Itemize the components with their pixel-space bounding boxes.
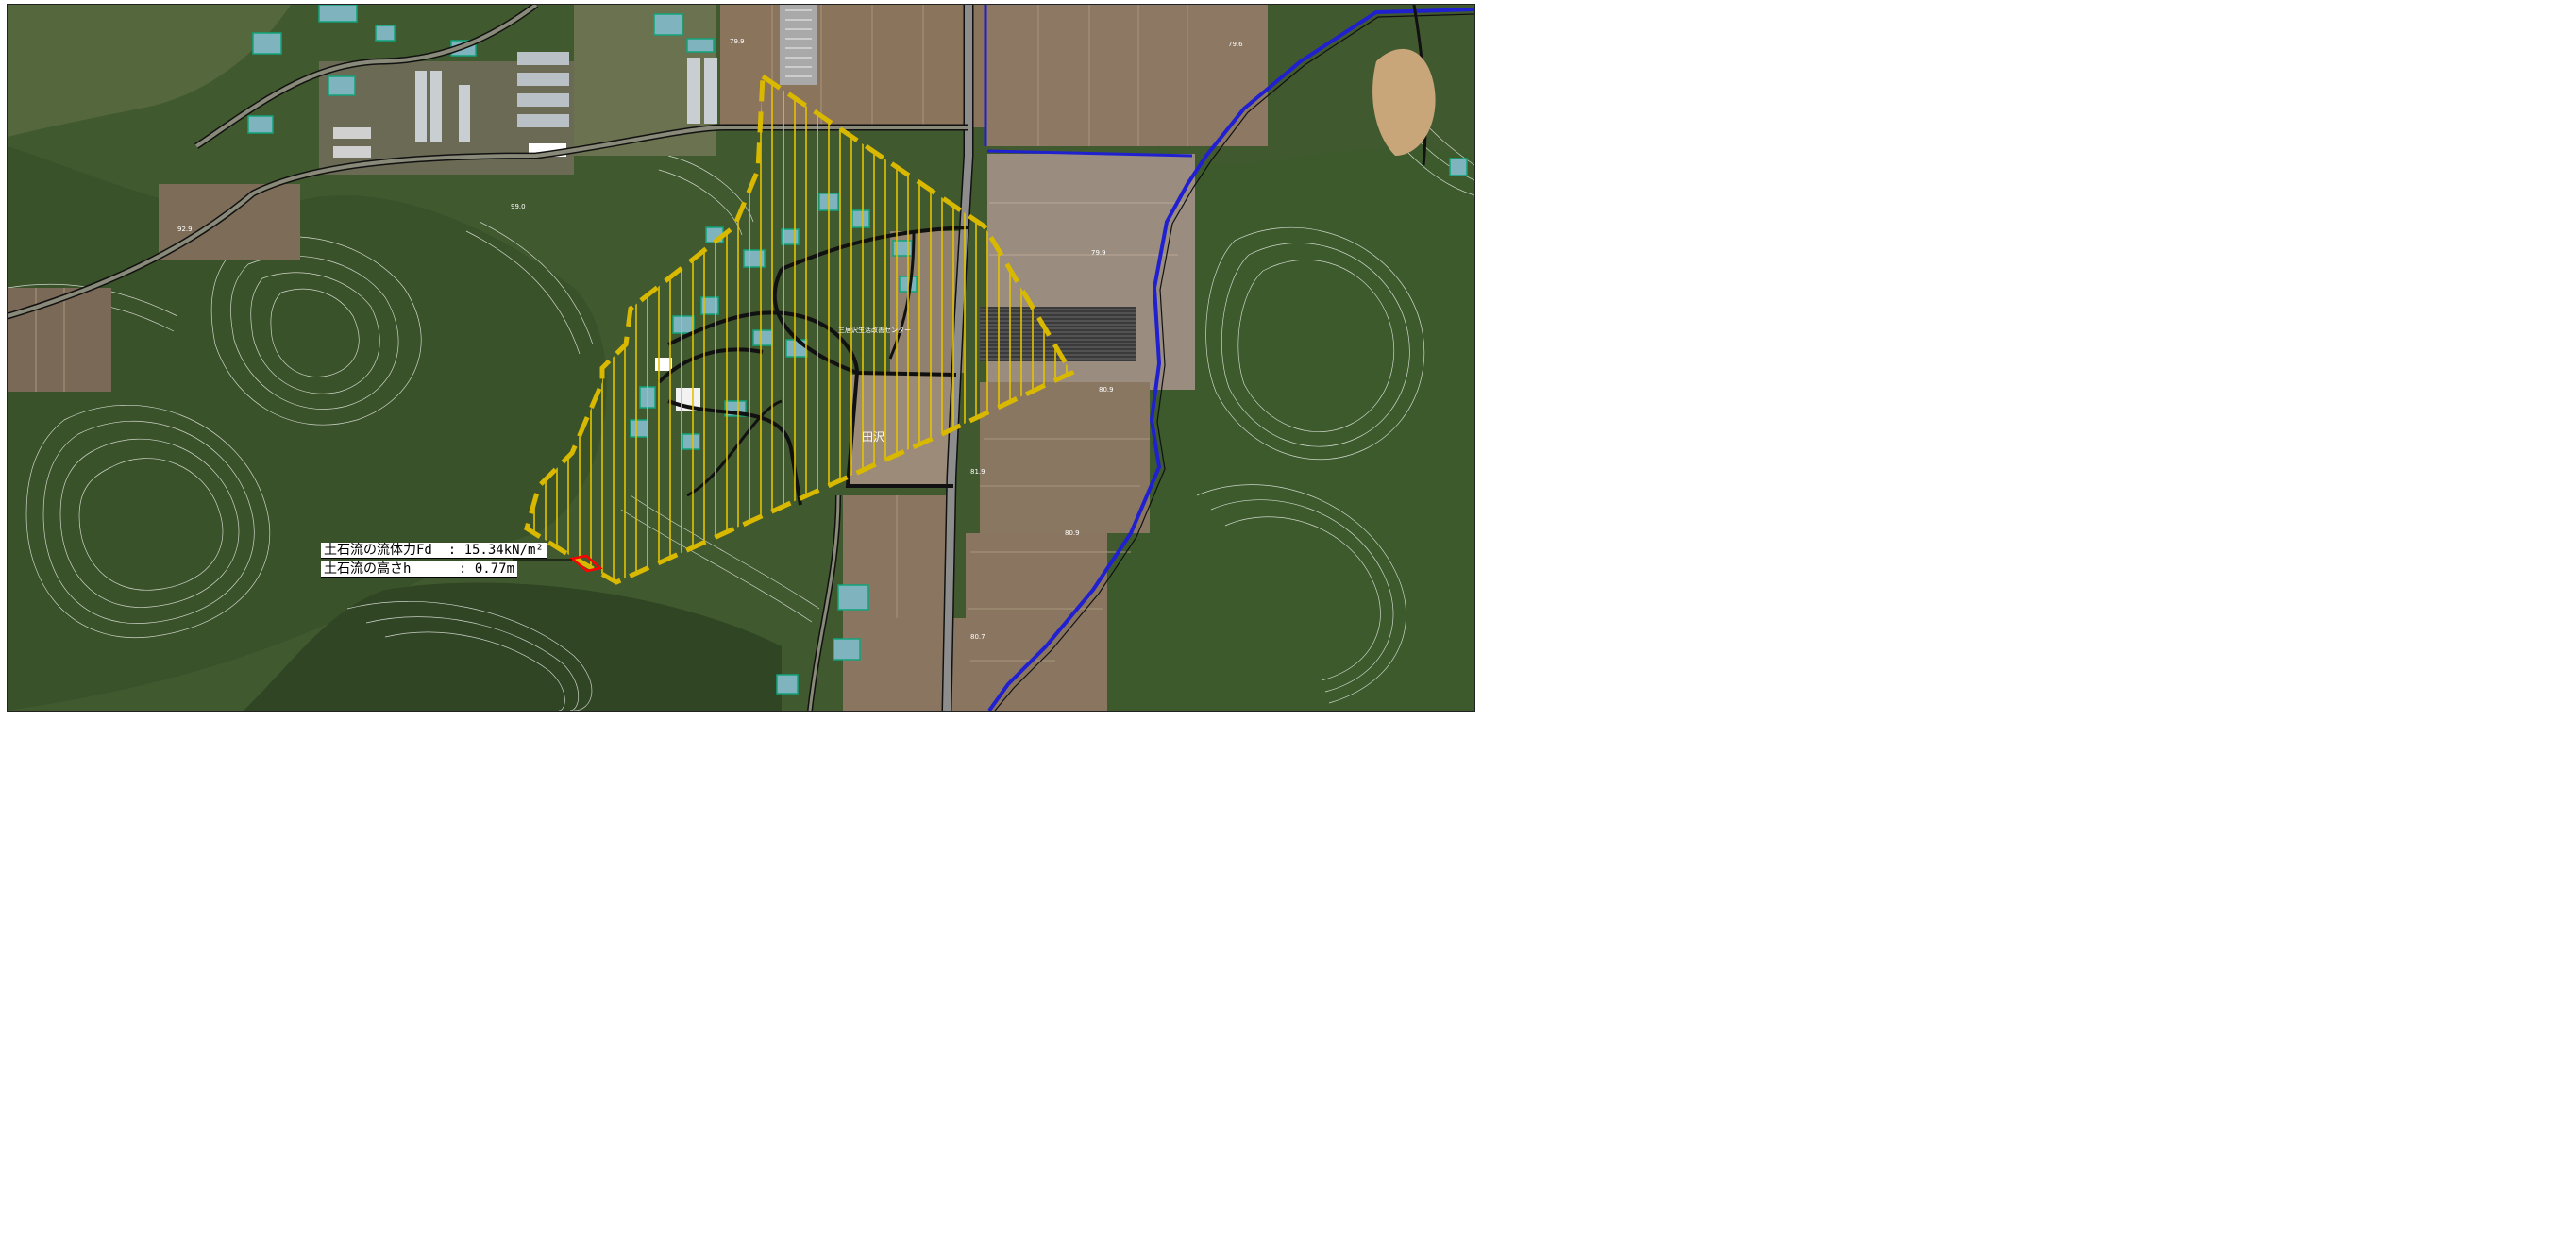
landslide-scar xyxy=(1372,48,1436,156)
eastern-forest xyxy=(1008,146,1474,711)
elevation-label: 99.0 xyxy=(511,203,526,210)
river xyxy=(987,8,1474,711)
northwest-slope xyxy=(8,5,291,137)
eastern-fields xyxy=(966,154,1195,711)
southern-forest xyxy=(244,582,782,711)
hazard-zone-hatch xyxy=(527,76,1071,582)
debris-flow-force-label: 土石流の流体力Fd : 15.34kN/m² xyxy=(321,543,547,559)
aerial-map[interactable]: 田沢 三居沢生活改善センター 79.9 80.9 79.6 80.9 81.9 … xyxy=(7,4,1475,712)
elevation-label: 80.9 xyxy=(1065,529,1080,537)
elevation-label: 81.9 xyxy=(970,468,985,476)
facility-label: 三居沢生活改善センター xyxy=(838,326,911,334)
debris-flow-height-label: 土石流の高さh : 0.77m xyxy=(321,561,518,578)
river-bank xyxy=(994,13,1474,711)
northern-fields xyxy=(720,5,1268,146)
elevation-label: 79.9 xyxy=(730,38,745,45)
western-forest xyxy=(8,146,607,711)
greenhouses xyxy=(333,52,717,158)
elevation-label: 80.9 xyxy=(1099,386,1114,394)
evaluation-point-marker[interactable] xyxy=(569,554,603,573)
elevation-label: 79.6 xyxy=(1228,41,1243,48)
contour-lines xyxy=(8,98,1474,711)
elevation-label: 80.7 xyxy=(970,633,985,641)
place-name-label: 田沢 xyxy=(862,430,884,444)
hazard-map-canvas: 田沢 三居沢生活改善センター 79.9 80.9 79.6 80.9 81.9 … xyxy=(8,5,1474,711)
elevation-label: 79.9 xyxy=(1091,249,1106,257)
hazard-zone-outline[interactable] xyxy=(524,72,1075,585)
channel xyxy=(986,149,1193,158)
elevation-label: 92.9 xyxy=(177,226,193,233)
